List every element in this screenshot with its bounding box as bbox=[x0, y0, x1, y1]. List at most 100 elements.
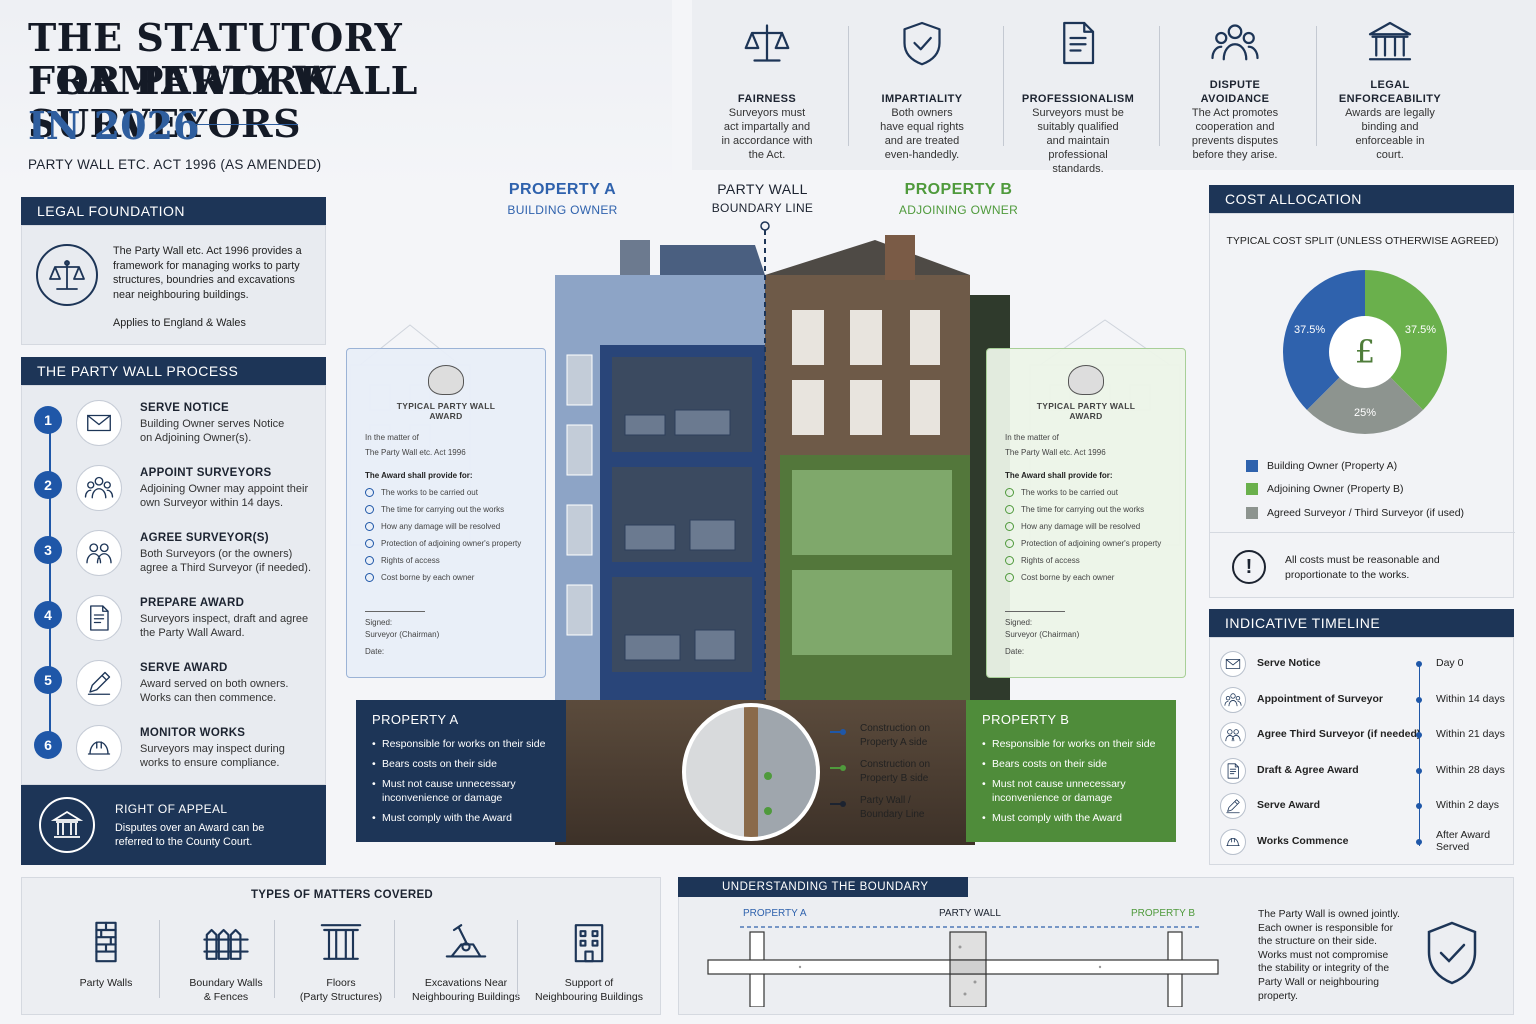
pie-slice bbox=[1307, 352, 1423, 434]
award-matter: In the matter of bbox=[1005, 433, 1059, 442]
principle-divider bbox=[1316, 26, 1317, 146]
timeline-label: Draft & Agree Award bbox=[1257, 763, 1359, 776]
step-title: MONITOR WORKS bbox=[140, 727, 246, 739]
resp-item: Must comply with the Award bbox=[982, 811, 1160, 825]
cost-header: COST ALLOCATION bbox=[1209, 185, 1514, 213]
matter-name: Boundary Walls& Fences bbox=[189, 977, 263, 1003]
page-title-year: IN 2026 bbox=[28, 103, 200, 148]
cost-divider bbox=[1210, 532, 1515, 533]
award-date: Date: bbox=[1005, 647, 1025, 656]
step-desc: Both Surveyors (or the owners)agree a Th… bbox=[140, 548, 311, 574]
boundary-label-b: PROPERTY B bbox=[1131, 908, 1196, 919]
award-item: Rights of access bbox=[1005, 556, 1167, 565]
award-provide: The Award shall provide for: bbox=[1005, 471, 1113, 480]
award-provide: The Award shall provide for: bbox=[365, 471, 473, 480]
matter-name: Party Walls bbox=[79, 977, 133, 989]
step-title: APPOINT SURVEYORS bbox=[140, 467, 272, 479]
timeline-time: Within 2 days bbox=[1436, 799, 1500, 811]
crest-icon bbox=[1068, 365, 1104, 395]
principle-divider bbox=[848, 26, 849, 146]
document-icon bbox=[76, 595, 122, 641]
pie-data-label: 25% bbox=[1354, 407, 1376, 419]
group-icon bbox=[76, 530, 122, 576]
courthouse-icon bbox=[39, 797, 95, 853]
fence-icon bbox=[202, 918, 250, 966]
envelope-icon bbox=[1220, 651, 1246, 677]
legal-foundation-header: LEGAL FOUNDATION bbox=[21, 197, 326, 225]
check-icon bbox=[1005, 539, 1014, 548]
signature bbox=[1005, 598, 1065, 612]
resp-item: Bears costs on their side bbox=[982, 757, 1160, 771]
pen-icon bbox=[76, 660, 122, 706]
legend-swatch bbox=[1246, 459, 1258, 472]
timeline-time: Day 0 bbox=[1436, 657, 1464, 669]
property-a-label: PROPERTY A BUILDING OWNER bbox=[507, 181, 618, 217]
award-item: Rights of access bbox=[365, 556, 527, 565]
process-header: THE PARTY WALL PROCESS bbox=[21, 357, 326, 385]
floor-columns-icon bbox=[317, 918, 365, 966]
resp-item: Bears costs on their side bbox=[372, 757, 550, 771]
timeline-dot bbox=[1416, 803, 1422, 809]
scales-icon bbox=[742, 18, 792, 68]
pie-slice bbox=[1365, 270, 1447, 410]
people-icon bbox=[1220, 686, 1246, 713]
cost-panel: TYPICAL COST SPLIT (UNLESS OTHERWISE AGR… bbox=[1209, 213, 1515, 598]
timeline-dot bbox=[1416, 661, 1422, 667]
legend-dot bbox=[840, 729, 846, 735]
party-wall-icon bbox=[82, 918, 130, 966]
boundary-text: The Party Wall is owned jointly. Each ow… bbox=[1258, 909, 1400, 1002]
detail-circle bbox=[682, 703, 820, 841]
cost-pie-chart: 37.5%37.5%25%£ bbox=[1283, 270, 1447, 434]
award-surveyor: Surveyor (Chairman) bbox=[1005, 630, 1080, 639]
crest-icon bbox=[428, 365, 464, 395]
boundary-header: UNDERSTANDING THE BOUNDARY bbox=[678, 877, 968, 897]
step-title: SERVE AWARD bbox=[140, 662, 228, 674]
courthouse-icon bbox=[1365, 18, 1415, 68]
people-icon bbox=[76, 465, 122, 511]
building-icon bbox=[565, 918, 613, 966]
matter-divider bbox=[517, 920, 518, 998]
principles-panel bbox=[692, 0, 1536, 170]
pie-slice bbox=[1283, 270, 1365, 410]
principle-divider bbox=[1159, 26, 1160, 146]
appeal-desc: Disputes over an Award can be referred t… bbox=[115, 822, 265, 848]
applies-note: Applies to England & Wales bbox=[113, 317, 246, 329]
check-icon bbox=[365, 556, 374, 565]
detail-legend-item: Party Wall /Boundary Line bbox=[830, 794, 950, 824]
timeline-dot bbox=[1416, 732, 1422, 738]
appeal-panel: RIGHT OF APPEAL Disputes over an Award c… bbox=[21, 785, 326, 865]
pie-center bbox=[1329, 316, 1401, 388]
award-date: Date: bbox=[365, 647, 385, 656]
matter-item: Boundary Walls& Fences bbox=[171, 918, 281, 1004]
resp-item: Must not cause unnecessary inconvenience… bbox=[372, 777, 550, 805]
check-icon bbox=[365, 505, 374, 514]
page-title-line2: FOR PARTY WALL SURVEYORS bbox=[28, 58, 418, 146]
property-a-responsibilities: PROPERTY AResponsible for works on their… bbox=[356, 700, 566, 842]
step-title: AGREE SURVEYOR(S) bbox=[140, 532, 269, 544]
timeline-dot bbox=[1416, 767, 1422, 774]
boundary-panel bbox=[678, 877, 1514, 1015]
check-icon bbox=[1005, 522, 1014, 531]
matter-divider bbox=[159, 920, 160, 998]
timeline-time: Within 14 days bbox=[1436, 692, 1505, 705]
award-signed: Signed: bbox=[365, 618, 393, 627]
resp-list: Responsible for works on their sideBears… bbox=[372, 737, 550, 825]
